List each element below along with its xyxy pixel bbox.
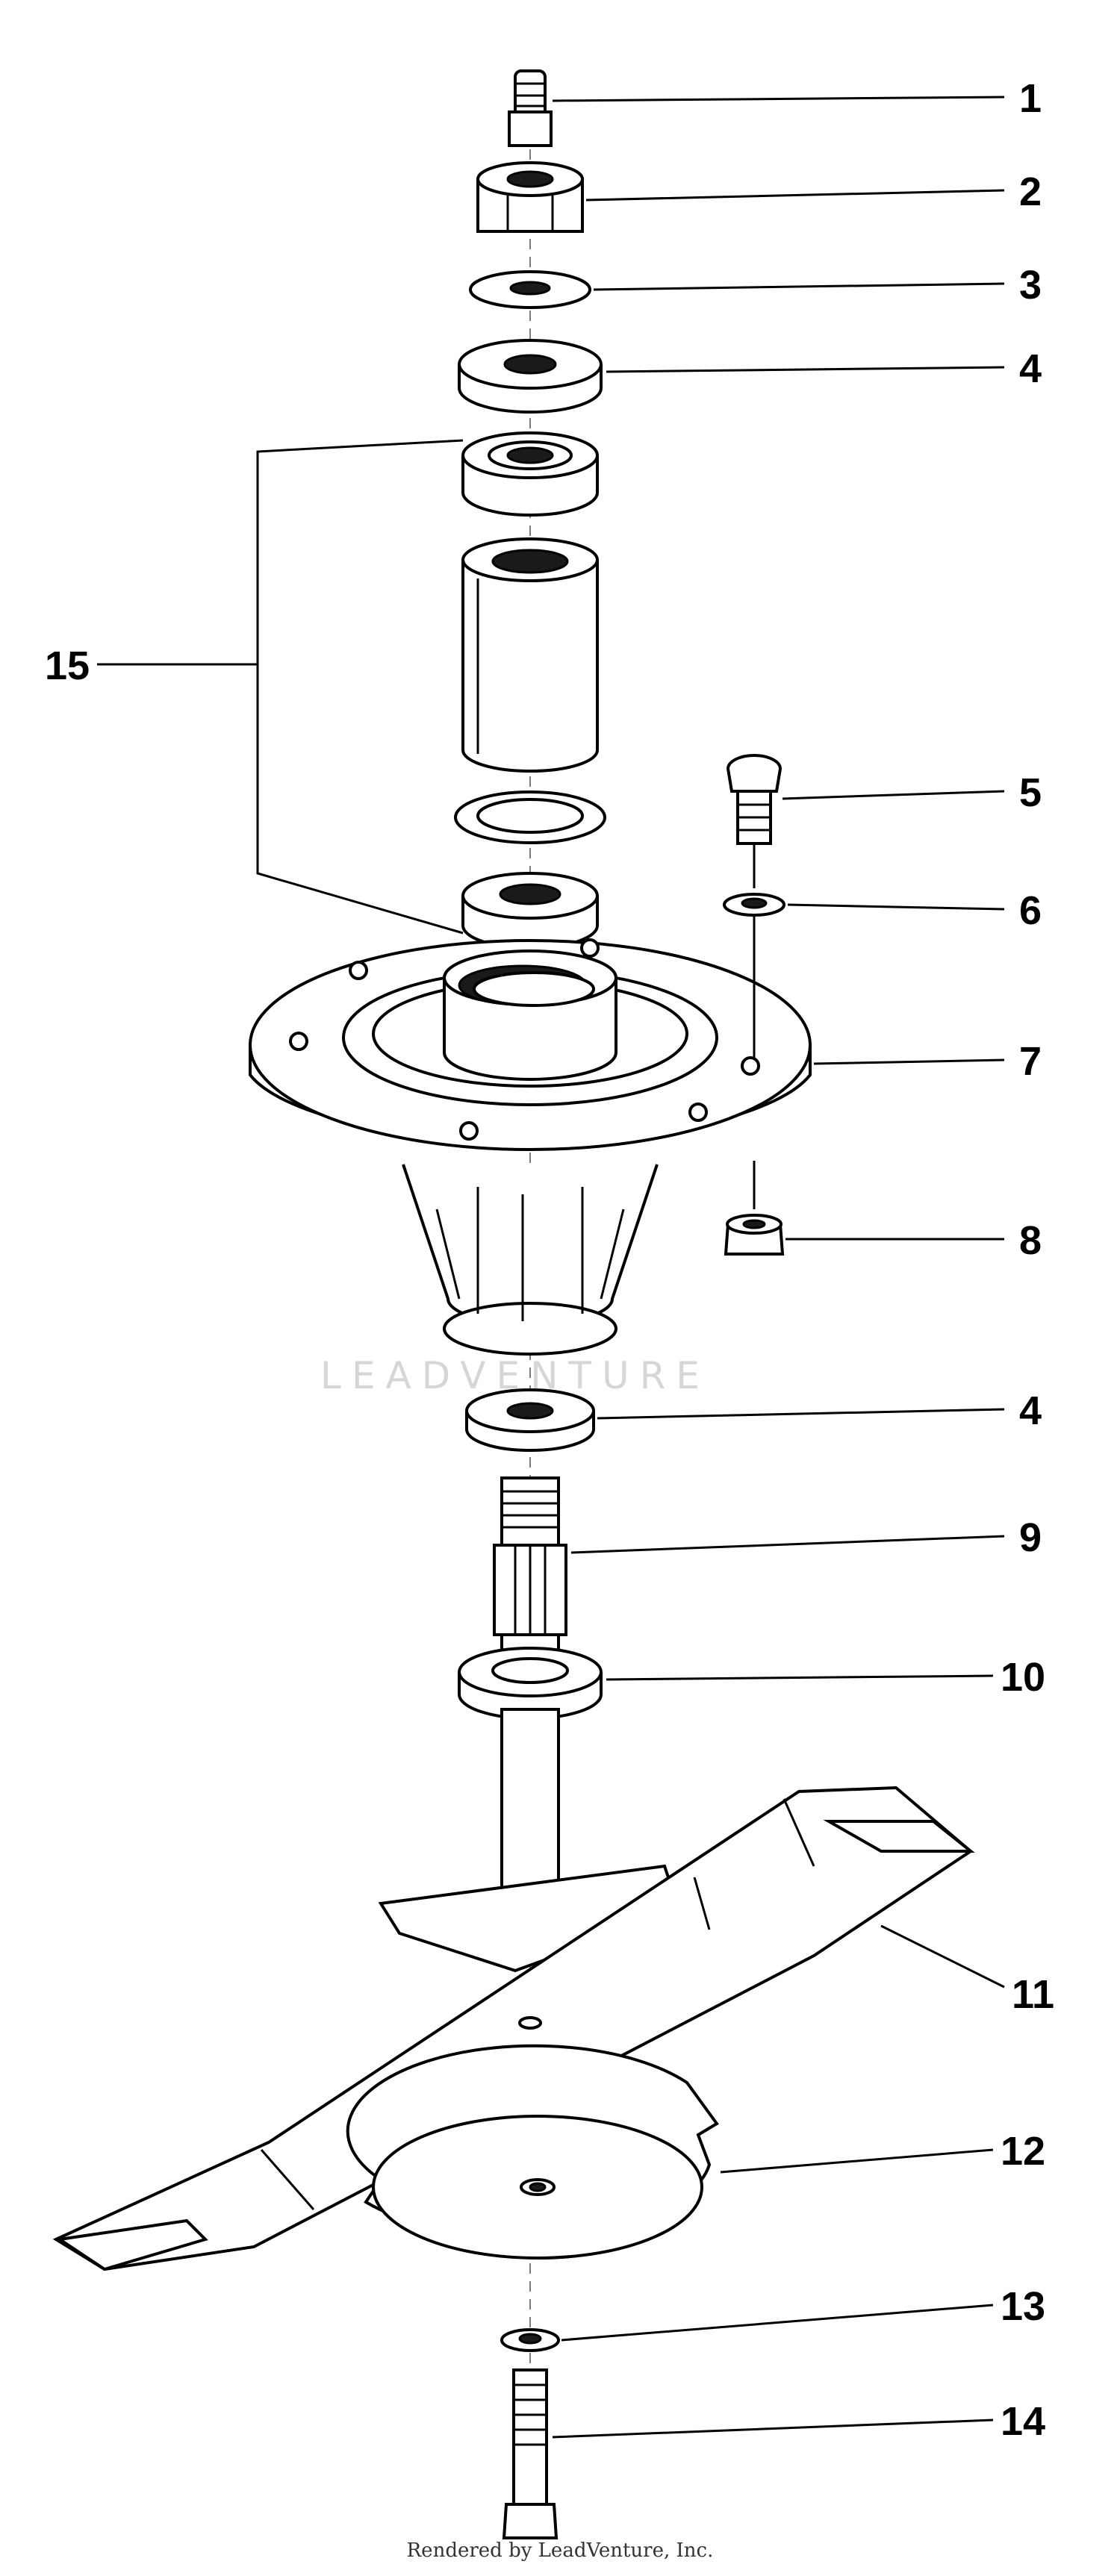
leader-lines bbox=[552, 96, 1005, 2439]
part-bearing-tube bbox=[461, 537, 599, 773]
part-lock-washer bbox=[723, 893, 785, 1060]
part-grease-fitting bbox=[508, 69, 553, 147]
callout-11: 11 bbox=[1012, 1972, 1054, 2017]
part-seal bbox=[454, 790, 606, 844]
part-nut bbox=[476, 161, 584, 233]
callout-3: 3 bbox=[1019, 263, 1042, 308]
part-mower-blade bbox=[52, 1786, 975, 2271]
callout-10: 10 bbox=[1001, 1655, 1045, 1700]
part-spacer-top bbox=[458, 339, 603, 414]
callout-4-top: 4 bbox=[1019, 346, 1042, 391]
part-blade-adapter bbox=[346, 2044, 719, 2260]
callout-1: 1 bbox=[1019, 76, 1042, 121]
part-bearing-lower bbox=[461, 872, 599, 949]
part-flange-nut bbox=[724, 1161, 785, 1256]
footer-credit: Rendered by LeadVenture, Inc. bbox=[407, 2539, 714, 2562]
part-bearing-upper bbox=[461, 431, 599, 517]
part-bolt-housing bbox=[726, 754, 783, 888]
callout-2: 2 bbox=[1019, 169, 1042, 214]
part-spindle-shaft bbox=[493, 1476, 567, 1674]
callout-14: 14 bbox=[1001, 2399, 1045, 2444]
callout-13: 13 bbox=[1001, 2284, 1045, 2329]
part-blade-bolt bbox=[502, 2368, 559, 2539]
callout-15: 15 bbox=[45, 643, 90, 688]
callout-5: 5 bbox=[1019, 770, 1042, 815]
bracket-15 bbox=[97, 439, 464, 935]
part-bolt-washer bbox=[500, 2328, 560, 2352]
part-spacer-lower bbox=[465, 1388, 595, 1452]
part-shaft-collar bbox=[458, 1647, 603, 1897]
callout-6: 6 bbox=[1019, 888, 1042, 933]
callout-9: 9 bbox=[1019, 1515, 1042, 1560]
part-washer-top bbox=[469, 270, 591, 309]
callout-8: 8 bbox=[1019, 1218, 1042, 1263]
part-spindle-housing bbox=[249, 938, 812, 1356]
callout-4-lower: 4 bbox=[1019, 1388, 1042, 1433]
callout-12: 12 bbox=[1001, 2129, 1045, 2174]
callout-labels: 1 2 3 4 5 6 7 8 4 9 10 11 12 13 14 15 bbox=[45, 76, 1054, 2444]
callout-7: 7 bbox=[1019, 1039, 1042, 1084]
